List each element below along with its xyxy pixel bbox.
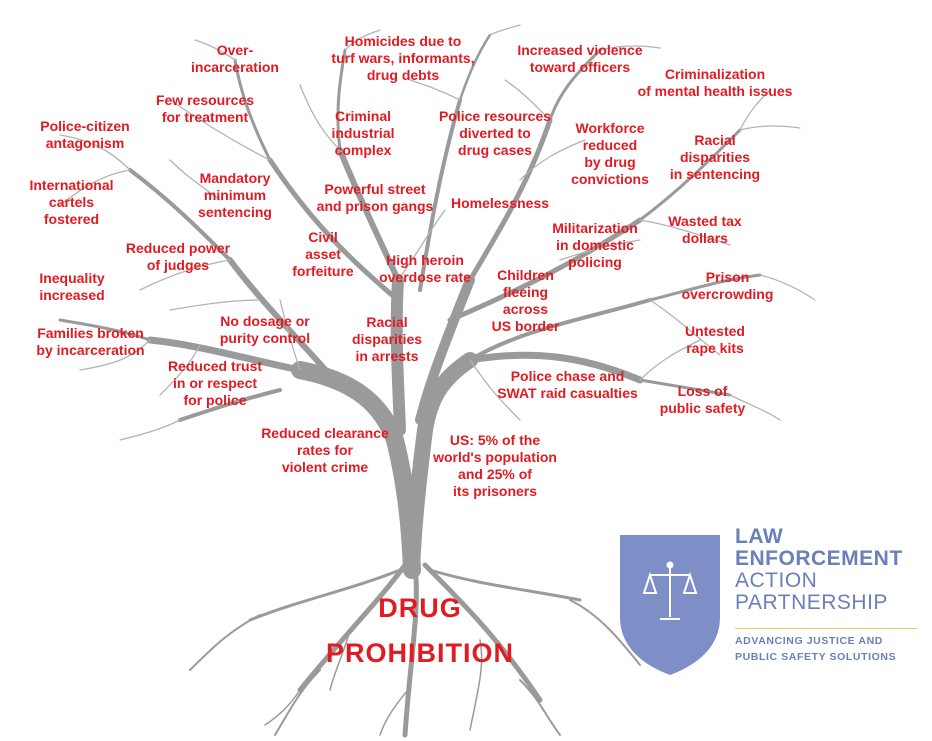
logo-tagline-2: PUBLIC SAFETY SOLUTIONS [735,651,897,663]
label-few-resources: Few resources for treatment [155,92,255,125]
label-militarization: Militarization in domestic policing [552,220,638,270]
logo-line-action: ACTION [735,569,818,592]
trunk-title-line1: DRUG [378,593,462,623]
logo-line-law: LAW [735,525,784,548]
label-over-incarceration: Over- incarceration [191,42,279,75]
label-police-resources: Police resources diverted to drug cases [438,108,552,158]
label-prison-overcrowding: Prison overcrowding [681,269,774,302]
scales-of-justice-icon [642,561,698,620]
label-clearance-rates: Reduced clearance rates for violent crim… [261,425,389,475]
label-untested-rape-kits: Untested rape kits [685,323,745,356]
label-street-gangs: Powerful street and prison gangs [316,181,434,214]
logo-tagline-1: ADVANCING JUSTICE AND [735,635,883,647]
trunk-title-line2: PROHIBITION [325,638,514,668]
label-criminal-industrial: Criminal industrial complex [331,108,395,158]
label-workforce: Workforce reduced by drug convictions [571,120,649,187]
label-inequality: Inequality increased [39,270,105,303]
label-us-prisoners: US: 5% of the world's population and 25%… [433,432,557,499]
label-families-broken: Families broken by incarceration [36,325,145,358]
label-criminalization-mental: Criminalization of mental health issues [637,66,793,99]
label-heroin-overdose: High heroin overdose rate [379,252,471,285]
tree-roots [189,562,641,738]
label-police-citizen: Police-citizen antagonism [40,118,130,151]
label-loss-safety: Loss of public safety [659,383,746,416]
label-violence-officers: Increased violence toward officers [517,42,643,75]
label-reduced-power-judges: Reduced power of judges [125,240,231,273]
logo-wordmark: LAW ENFORCEMENT ACTION PARTNERSHIP [735,526,903,614]
leap-logo [620,535,720,675]
label-international-cartels: International cartels fostered [29,177,114,227]
label-racial-sentencing: Racial disparities in sentencing [669,132,761,182]
label-reduced-trust: Reduced trust in or respect for police [167,358,263,408]
label-homelessness: Homelessness [450,195,550,211]
label-no-dosage: No dosage or purity control [219,313,311,346]
tree-trunk-and-branches [58,33,762,579]
logo-divider [735,628,917,629]
tree-twigs [59,24,816,441]
label-police-chase: Police chase and SWAT raid casualties [497,368,638,401]
label-children-fleeing: Children fleeing across US border [491,267,560,334]
logo-line-partnership: PARTNERSHIP [735,591,888,614]
label-mandatory-minimum: Mandatory minimum sentencing [198,170,272,220]
label-civil-asset: Civil asset forfeiture [292,229,354,279]
logo-line-enforcement: ENFORCEMENT [735,547,903,570]
label-wasted-tax: Wasted tax dollars [668,213,742,246]
label-racial-arrests: Racial disparities in arrests [351,314,423,364]
label-homicides: Homicides due to turf wars, informants, … [331,33,475,83]
